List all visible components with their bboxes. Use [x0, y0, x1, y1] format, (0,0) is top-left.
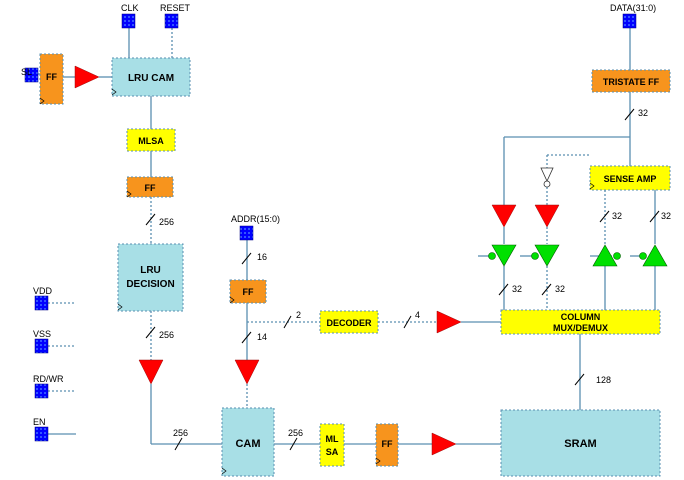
vdd-label: VDD	[33, 286, 53, 296]
vss-label: VSS	[33, 329, 51, 339]
mlsa-block: MLSA	[126, 128, 176, 152]
addr-label: ADDR(15:0)	[231, 214, 280, 224]
vdd-pin	[34, 295, 49, 311]
bus-width-decoder-in: 2	[296, 310, 301, 320]
mlsa-bottom-label-1: ML	[326, 434, 339, 444]
mlsa-bottom-label-2: SA	[326, 447, 339, 457]
bus-width-sram: 128	[596, 375, 611, 385]
tristate-ff-label: TRISTATE FF	[603, 77, 660, 87]
bus-width-tristate: 32	[638, 108, 648, 118]
sram-label: SRAM	[564, 438, 596, 450]
write-buffer-1-icon	[491, 204, 517, 228]
sram-block: SRAM	[500, 409, 661, 477]
data-pin	[622, 13, 637, 29]
ff-sl-label: FF	[46, 72, 57, 82]
lru-cam-block: LRU CAM	[111, 57, 191, 97]
bus-slashes	[145, 108, 660, 451]
ff-lru-block: FF	[126, 176, 174, 198]
column-mux-block: COLUMN MUX/DEMUX	[500, 309, 661, 335]
ff-bottom-label: FF	[382, 439, 393, 449]
ff-addr-block: FF	[229, 279, 267, 304]
rdwr-pin	[34, 383, 49, 399]
sram-buffer-icon	[431, 432, 457, 456]
tristate-down-1-enable-icon	[488, 252, 496, 260]
io-pins	[24, 13, 637, 442]
mlsa-bottom-block: ML SA	[319, 423, 345, 467]
ff-addr-label: FF	[243, 287, 254, 297]
tristate-down-2-enable-icon	[531, 252, 539, 260]
decoder-label: DECODER	[326, 318, 372, 328]
bus-width-labels: 256 256 256 256 16 14 2 4 32 32 32 32 32…	[159, 108, 671, 438]
red-buffers	[74, 65, 560, 456]
decoder-buffer-icon	[436, 310, 462, 334]
ff-lru-label: FF	[145, 183, 156, 193]
sl-buffer-icon	[74, 65, 100, 89]
lru-decision-label-1: LRU	[140, 265, 161, 276]
vss-pin	[34, 338, 49, 354]
bus-width-decoder-out: 4	[415, 310, 420, 320]
bus-width-addr: 16	[257, 252, 267, 262]
clk-pin	[121, 13, 136, 29]
bus-width-cam-in: 256	[173, 428, 188, 438]
bus-width-col-1: 32	[512, 284, 522, 294]
cam-label: CAM	[235, 438, 260, 450]
column-label-2: MUX/DEMUX	[553, 323, 608, 333]
addr-pin	[239, 225, 254, 241]
reset-pin	[164, 13, 179, 29]
lru-decision-label-2: DECISION	[126, 279, 174, 290]
rdwr-label: RD/WR	[33, 374, 64, 384]
bus-width-decision: 256	[159, 330, 174, 340]
tristate-up-1-enable-icon	[613, 252, 621, 260]
column-label-1: COLUMN	[561, 312, 601, 322]
data-label: DATA(31:0)	[610, 3, 656, 13]
addr-buffer-icon	[234, 359, 260, 385]
bus-width-sense-1: 32	[612, 211, 622, 221]
tristate-down-1-icon	[491, 244, 517, 267]
bus-width-ff-out: 14	[257, 332, 267, 342]
tristate-ff-block: TRISTATE FF	[591, 69, 671, 93]
ff-sl-block: FF	[39, 53, 64, 105]
lru-decision-block: LRU DECISION	[117, 243, 184, 312]
wires	[38, 28, 656, 445]
tristate-down-2-icon	[534, 244, 560, 267]
en-label: EN	[33, 417, 46, 427]
sense-amp-block: SENSE AMP	[589, 165, 671, 191]
en-pin	[34, 426, 49, 442]
reset-label: RESET	[160, 3, 191, 13]
lru-buffer-icon	[138, 359, 164, 385]
bus-width-col-2: 32	[555, 284, 565, 294]
bus-width-sense-2: 32	[661, 211, 671, 221]
bus-width-lru: 256	[159, 217, 174, 227]
bus-width-cam-out: 256	[288, 428, 303, 438]
sense-amp-label: SENSE AMP	[604, 174, 657, 184]
tristate-up-2-enable-icon	[639, 252, 647, 260]
inverter-icon	[540, 167, 554, 188]
green-buffers	[488, 244, 668, 267]
mlsa-label: MLSA	[138, 136, 164, 146]
tristate-up-2-icon	[642, 244, 668, 267]
ff-bottom-block: FF	[375, 423, 399, 467]
tristate-up-1-icon	[592, 244, 618, 267]
clk-label: CLK	[121, 3, 139, 13]
write-buffer-2-icon	[534, 204, 560, 228]
sl-pin	[24, 67, 39, 83]
cam-block: CAM	[221, 407, 275, 477]
sl-label: SL	[21, 67, 32, 77]
lru-cam-label: LRU CAM	[128, 73, 174, 84]
decoder-block: DECODER	[319, 310, 379, 334]
